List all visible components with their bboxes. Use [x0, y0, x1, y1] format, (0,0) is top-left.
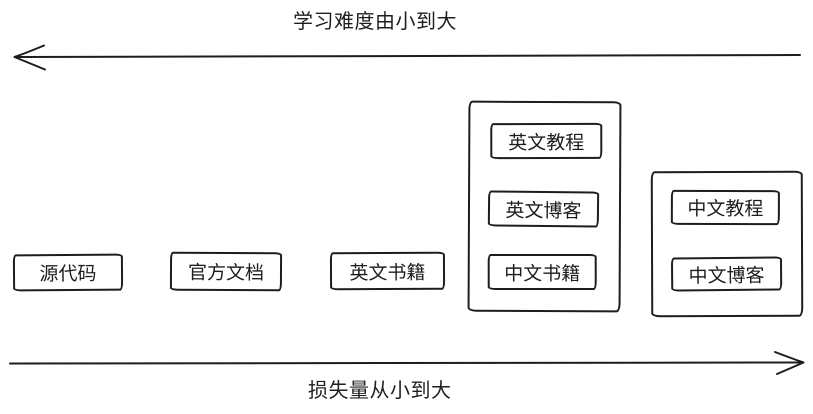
box-english-tutorials: 英文教程 [490, 122, 603, 160]
box-english-blogs: 英文博客 [487, 190, 600, 228]
box-chinese-tutorials: 中文教程 [670, 189, 780, 226]
group-box-chinese-resources: 中文教程 中文博客 [650, 170, 804, 318]
bottom-axis-label: 损失量从小到大 [308, 380, 452, 402]
group-box-english-resources: 英文教程 英文博客 中文书籍 [467, 100, 622, 313]
box-chinese-blogs: 中文博客 [670, 256, 783, 292]
loss-axis-arrow-right [9, 351, 805, 375]
box-chinese-books: 中文书籍 [487, 253, 597, 291]
box-official-docs: 官方文档 [169, 251, 283, 292]
top-axis-label: 学习难度由小到大 [293, 11, 457, 33]
difficulty-axis-arrow-left [13, 44, 801, 71]
box-source-code: 源代码 [12, 253, 124, 292]
box-english-books: 英文书籍 [329, 251, 446, 291]
